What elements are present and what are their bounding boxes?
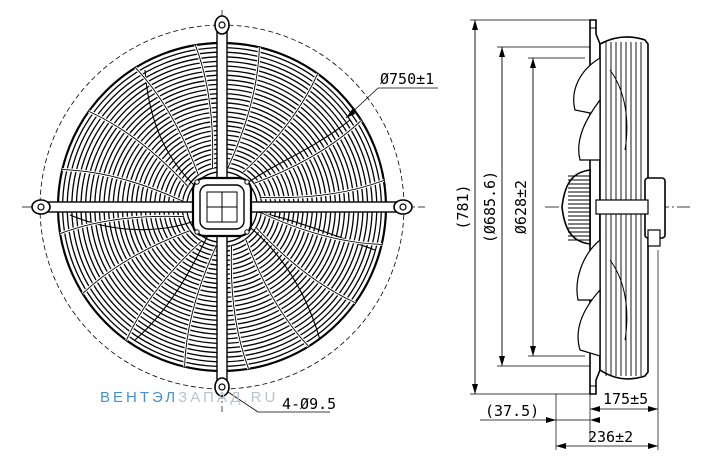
mounting-foot-right [393, 199, 413, 215]
mounting-foot-bottom [214, 377, 230, 397]
guard-diameter-label: (Ø685.6) [481, 171, 499, 243]
mounting-foot-top [214, 15, 230, 35]
outer-diameter-leader [345, 87, 438, 119]
depth-motor-label: 175±5 [603, 390, 648, 408]
side-view: (781) (Ø685.6) Ø628±2 [454, 19, 690, 450]
motor-hub [191, 176, 253, 238]
side-blades [573, 56, 628, 357]
watermark: ВЕНТЭЛЗАПАД.RU [100, 389, 278, 406]
depth-total-label: 236±2 [588, 428, 633, 446]
depth-front-label: (37.5) [485, 402, 539, 420]
front-view: Ø750±1 4-Ø9.5 [22, 10, 438, 413]
watermark-primary: ВЕНТЭЛ [100, 389, 179, 406]
watermark-secondary: ЗАПАД [178, 389, 244, 406]
guard-spokes [59, 44, 385, 370]
depth-dimensions [480, 250, 659, 450]
mounting-hole-label: 4-Ø9.5 [282, 395, 336, 413]
outer-diameter-label: Ø750±1 [380, 70, 434, 88]
side-motor [561, 169, 666, 247]
blade-diameter-label: Ø628±2 [512, 180, 530, 234]
overall-height-dimension [470, 19, 590, 395]
watermark-tail: .RU [243, 389, 279, 406]
blade-diameter-dimension [528, 57, 585, 357]
overall-height-label: (781) [454, 184, 472, 229]
mounting-foot-left [31, 199, 51, 215]
mounting-hole-leader [227, 391, 330, 413]
guard-diameter-dimension [497, 46, 590, 367]
